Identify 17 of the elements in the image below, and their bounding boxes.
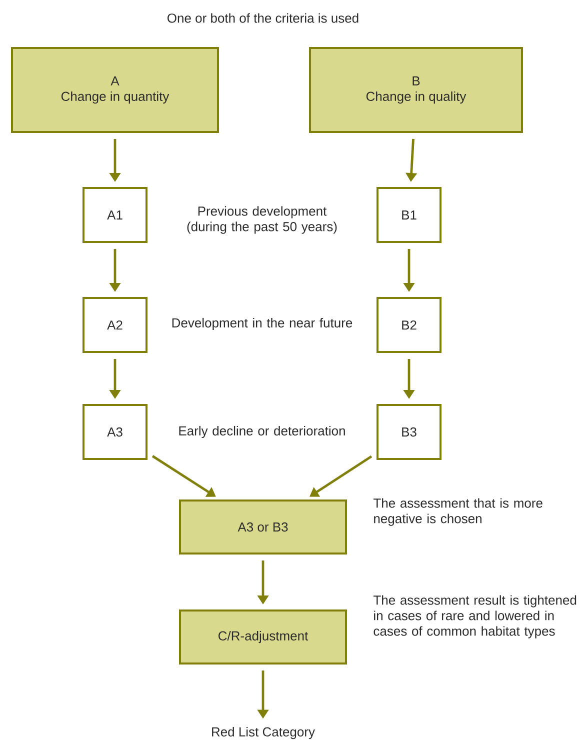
step-description: Early decline or deterioration <box>179 426 345 438</box>
criterion-box: A3 or B3 <box>179 500 347 554</box>
step-description: Development in the near future <box>172 318 352 330</box>
criterion-box: B Change in quality <box>309 47 523 133</box>
step-box: A3 <box>82 404 148 460</box>
step-box: A1 <box>82 187 148 243</box>
criterion-box: A Change in quantity <box>11 47 219 133</box>
step-description: Previous development (during the past 50 years) <box>187 206 337 234</box>
step-box: B3 <box>376 404 442 460</box>
note-text: The assessment that is more negative is chosen <box>374 498 542 526</box>
note-text: The assessment result is tightened in cases of rare and lowered in cases of common habitat types <box>374 595 576 638</box>
step-box: B2 <box>376 297 442 353</box>
step-box: A2 <box>82 297 148 353</box>
step-box: B1 <box>376 187 442 243</box>
result-text: Red List Category <box>212 726 315 740</box>
title: One or both of the criteria is used <box>168 13 358 23</box>
criterion-box: C/R-adjustment <box>179 610 347 664</box>
